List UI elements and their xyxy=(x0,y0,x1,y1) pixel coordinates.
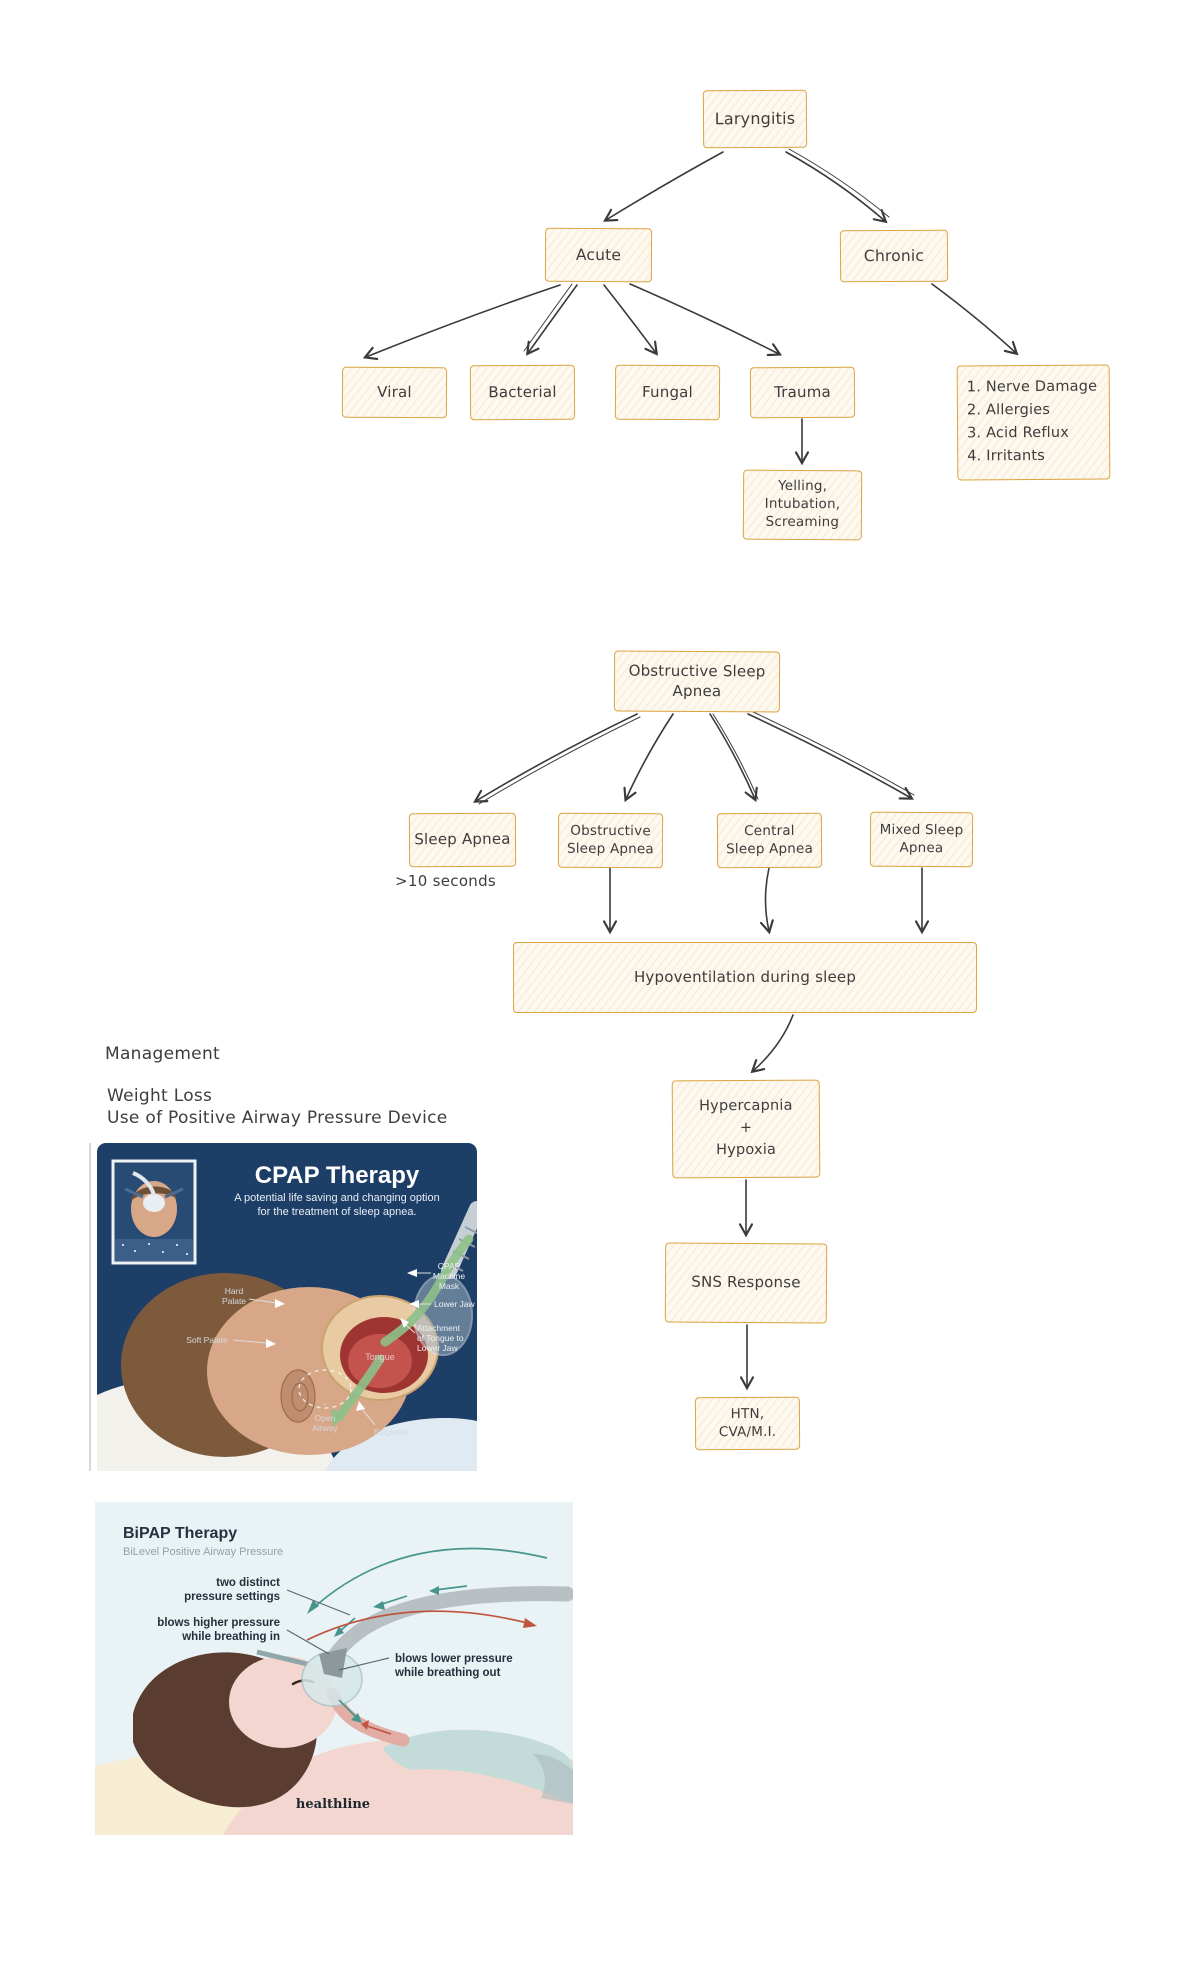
svg-text:Mask: Mask xyxy=(439,1281,460,1291)
node-hypercapnia-hypoxia: Hypercapnia + Hypoxia xyxy=(671,1079,821,1179)
label-higher-pressure: blows higher pressure while breathing in xyxy=(157,1617,330,1655)
clothing-shape xyxy=(383,1729,573,1804)
connector-osa-sleepapnea xyxy=(473,713,638,803)
label-lower-pressure: blows lower pressure while breathing out xyxy=(338,1653,513,1679)
svg-text:two distinct: two distinct xyxy=(216,1577,280,1589)
svg-text:Lower Jaw: Lower Jaw xyxy=(417,1343,458,1353)
svg-text:while breathing in: while breathing in xyxy=(181,1631,280,1643)
management-item-weight-loss: Weight Loss xyxy=(107,1086,213,1106)
svg-text:Lower Jaw: Lower Jaw xyxy=(434,1299,475,1309)
management-item-pap-device: Use of Positive Airway Pressure Device xyxy=(107,1108,448,1128)
bipap-title: BiPAP Therapy xyxy=(123,1525,237,1542)
tube-connector-shape xyxy=(319,1648,347,1678)
connector-acute-fungal xyxy=(603,284,659,356)
bipap-tube xyxy=(324,1586,575,1668)
svg-text:while breathing out: while breathing out xyxy=(394,1667,501,1679)
svg-text:of Tongue to: of Tongue to xyxy=(417,1333,464,1343)
label-soft-palate: Soft Palate xyxy=(186,1335,276,1348)
node-trauma: Trauma xyxy=(749,366,856,419)
svg-text:blows higher pressure: blows higher pressure xyxy=(157,1617,280,1629)
svg-text:Airway: Airway xyxy=(312,1423,338,1433)
healthline-wordmark: healthline xyxy=(296,1797,370,1812)
svg-text:Open: Open xyxy=(315,1413,336,1423)
node-bacterial: Bacterial xyxy=(469,364,576,421)
clothing-fold-shape xyxy=(533,1754,573,1804)
inhale-curve-arrowhead xyxy=(307,1600,319,1614)
cpap-subtitle-line2: for the treatment of sleep apnea. xyxy=(258,1206,417,1218)
label-two-distinct-settings: two distinct pressure settings xyxy=(184,1577,351,1616)
node-mixed-sa: Mixed Sleep Apnea xyxy=(869,811,974,868)
label-epiglottis: Epiglottis xyxy=(356,1401,408,1437)
node-hypoventilation: Hypoventilation during sleep xyxy=(513,942,977,1013)
bipap-subtitle: BiLevel Positive Airway Pressure xyxy=(123,1546,283,1558)
label-attachment-tongue: Attachment of Tongue to Lower Jaw xyxy=(400,1318,464,1353)
node-central-sa: Central Sleep Apnea xyxy=(716,812,823,869)
connector-osa-mixed xyxy=(747,713,914,800)
bipap-infographic: BiPAP Therapy BiLevel Positive Airway Pr… xyxy=(45,1502,575,1854)
svg-text:blows lower pressure: blows lower pressure xyxy=(395,1653,513,1665)
node-obstructive-sa: Obstructive Sleep Apnea xyxy=(557,812,664,869)
connector-acute-bacterial xyxy=(526,284,578,356)
node-trauma-causes: Yelling, Intubation, Screaming xyxy=(742,469,863,541)
mask-strap xyxy=(256,1649,308,1667)
connector-central-hypovent xyxy=(759,867,774,935)
cpap-infographic: CPAP Therapy A potential life saving and… xyxy=(97,1143,485,1475)
label-tongue: Tongue xyxy=(365,1352,395,1362)
ear-shape xyxy=(280,1369,316,1423)
svg-text:Palate: Palate xyxy=(222,1296,246,1306)
cpap-title: CPAP Therapy xyxy=(255,1162,420,1189)
label-cpap-machine-mask: CPAP Machine Mask xyxy=(407,1261,465,1291)
node-sleep-apnea: Sleep Apnea xyxy=(408,812,517,868)
exhale-throat-arrow xyxy=(366,1725,392,1735)
node-osa-root: Obstructive Sleep Apnea xyxy=(613,650,781,713)
node-chronic-causes: 1. Nerve Damage 2. Allergies 3. Acid Ref… xyxy=(956,364,1111,481)
cpap-subtitle-line1: A potential life saving and changing opt… xyxy=(234,1192,440,1204)
connector-acute-trauma xyxy=(629,283,783,357)
connector-osa-central xyxy=(709,713,758,803)
inner-ear-line xyxy=(291,1382,309,1412)
svg-text:CPAP: CPAP xyxy=(438,1261,461,1271)
svg-text:Epiglottis: Epiglottis xyxy=(374,1427,409,1437)
svg-text:Hard: Hard xyxy=(225,1286,244,1296)
node-outcome-htn: HTN, CVA/M.I. xyxy=(694,1396,801,1451)
exhale-curve-arrowhead xyxy=(523,1618,537,1628)
label-hard-palate: Hard Palate xyxy=(222,1286,285,1308)
node-chronic: Chronic xyxy=(839,229,949,283)
airflow-arrowhead xyxy=(331,1409,347,1427)
connector-laryngitis-acute xyxy=(603,151,724,222)
node-viral: Viral xyxy=(341,366,448,419)
connector-acute-viral xyxy=(362,284,561,361)
inhale-throat-arrow xyxy=(338,1699,358,1719)
svg-text:pressure settings: pressure settings xyxy=(184,1591,280,1603)
connector-osa-obstructive xyxy=(623,713,674,803)
exhale-curve xyxy=(306,1610,532,1641)
cpap-image-left-border xyxy=(89,1143,91,1471)
management-heading: Management xyxy=(105,1044,220,1064)
label-open-airway: Open Airway xyxy=(312,1401,338,1433)
inhale-tube-arrow1 xyxy=(434,1585,468,1591)
inhale-curve-outer xyxy=(310,1547,548,1611)
svg-text:Attachment: Attachment xyxy=(417,1323,461,1333)
cpap-inset-photo xyxy=(111,1159,197,1265)
node-fungal: Fungal xyxy=(614,364,721,421)
label-lower-jaw: Lower Jaw xyxy=(409,1299,475,1309)
connector-laryngitis-chronic xyxy=(785,151,888,224)
svg-text:Soft Palate: Soft Palate xyxy=(186,1335,228,1345)
svg-text:Machine: Machine xyxy=(433,1271,465,1281)
inhale-tube-arrow2 xyxy=(378,1595,408,1606)
sleep-apnea-duration-note: >10 seconds xyxy=(395,872,497,890)
node-laryngitis: Laryngitis xyxy=(702,89,808,149)
connector-chronic-causes xyxy=(931,283,1019,356)
node-acute: Acute xyxy=(544,227,653,283)
shirt-shape xyxy=(325,1418,477,1471)
connector-hypovent-hypercapnia xyxy=(750,1014,794,1074)
node-sns-response: SNS Response xyxy=(664,1242,828,1324)
